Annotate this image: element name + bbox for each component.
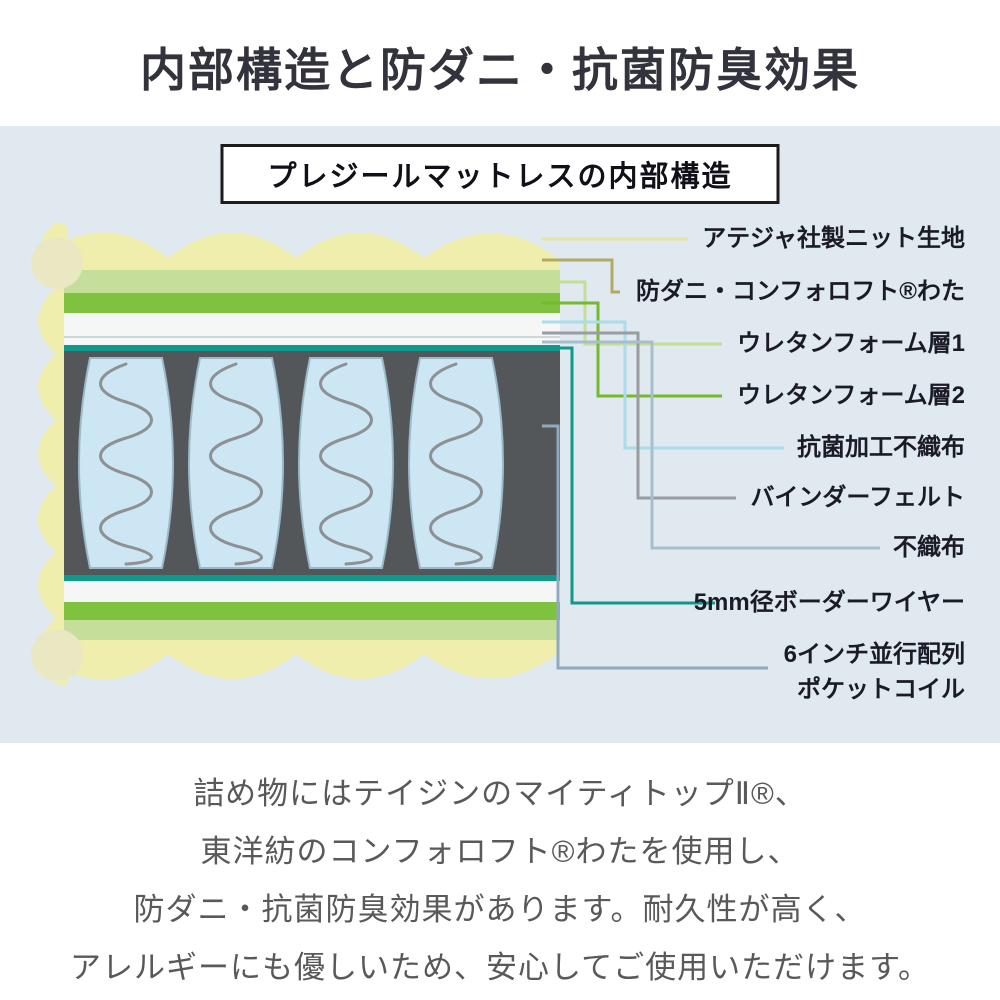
- connector-urethane-foam-2: [542, 301, 722, 398]
- tuft-circle-top: [31, 237, 83, 289]
- connector-binder-felt: [542, 331, 736, 500]
- border-wire-bottom: [64, 575, 560, 581]
- label-comforloft-wadding: 防ダニ・コンフォロフト®わた: [636, 278, 965, 305]
- layer-foam-green-top: [64, 293, 560, 313]
- connector-nonwoven: [542, 340, 880, 550]
- connector-comforloft-wadding: [542, 258, 620, 294]
- label-pocket-coil-line2: ポケットコイル: [797, 676, 965, 703]
- quilt-left-edge: [38, 222, 68, 686]
- label-urethane-foam-2: ウレタンフォーム層2: [737, 382, 965, 409]
- coil-spring-1: [99, 362, 153, 566]
- connector-lines: [542, 237, 880, 670]
- connector-antibacterial-nonwoven: [542, 320, 784, 450]
- label-pocket-coil-line1: 6インチ並行配列: [783, 641, 965, 668]
- coil-spring-3: [319, 362, 373, 566]
- coil-spring-4: [429, 362, 483, 566]
- label-border-wire: 5mm径ボーダーワイヤー: [693, 589, 965, 616]
- layer-wadding-light-green-bottom: [64, 620, 560, 640]
- tuft-circle-bottom: [31, 629, 83, 681]
- connector-pocket-coil: [542, 424, 768, 670]
- layer-nonwoven-white-top: [64, 313, 560, 345]
- pocket-coil-1: [78, 357, 174, 569]
- description-line-4: アレルギーにも優しいため、安心してご使用いただけます。: [70, 950, 930, 985]
- quilt-top: [40, 232, 560, 272]
- pocket-coil-4: [408, 357, 504, 569]
- label-pocket-coil: 6インチ並行配列 ポケットコイル: [784, 637, 965, 707]
- label-knit-fabric: アテジャ社製ニット生地: [702, 225, 965, 252]
- description-line-2: 東洋紡のコンフォロフト®わたを使用し、: [200, 834, 800, 869]
- label-binder-felt: バインダーフェルト: [750, 484, 965, 511]
- coil-spring-2: [209, 362, 263, 566]
- label-urethane-foam-1: ウレタンフォーム層1: [737, 330, 965, 357]
- label-nonwoven: 不織布: [893, 534, 965, 561]
- page-title: 内部構造と防ダニ・抗菌防臭効果: [140, 45, 860, 96]
- pocket-coil-2: [188, 357, 284, 569]
- layer-wadding-light-green-top: [64, 270, 560, 293]
- diagram-box-title: プレジールマットレスの内部構造: [220, 144, 780, 204]
- layer-nonwoven-white-bottom: [64, 581, 560, 602]
- quilt-bottom: [40, 640, 560, 680]
- label-antibacterial-nonwoven: 抗菌加工不織布: [797, 434, 965, 461]
- pocket-coil-3: [298, 357, 394, 569]
- description-text: 詰め物にはテイジンのマイティトップⅡ®、 東洋紡のコンフォロフト®わたを使用し、…: [0, 765, 1000, 997]
- mattress-structure-diagram: [31, 222, 880, 686]
- layer-foam-green-bottom: [64, 602, 560, 620]
- mattress-cross-section: [31, 222, 560, 686]
- connector-border-wire: [542, 346, 715, 605]
- diagram-panel: プレジールマットレスの内部構造: [0, 126, 1000, 743]
- border-wire-top: [64, 345, 560, 351]
- pocket-coils: [78, 357, 504, 569]
- description-line-3: 防ダニ・抗菌防臭効果があります。耐久性が高く、: [133, 892, 867, 927]
- description-line-1: 詰め物にはテイジンのマイティトップⅡ®、: [193, 776, 807, 811]
